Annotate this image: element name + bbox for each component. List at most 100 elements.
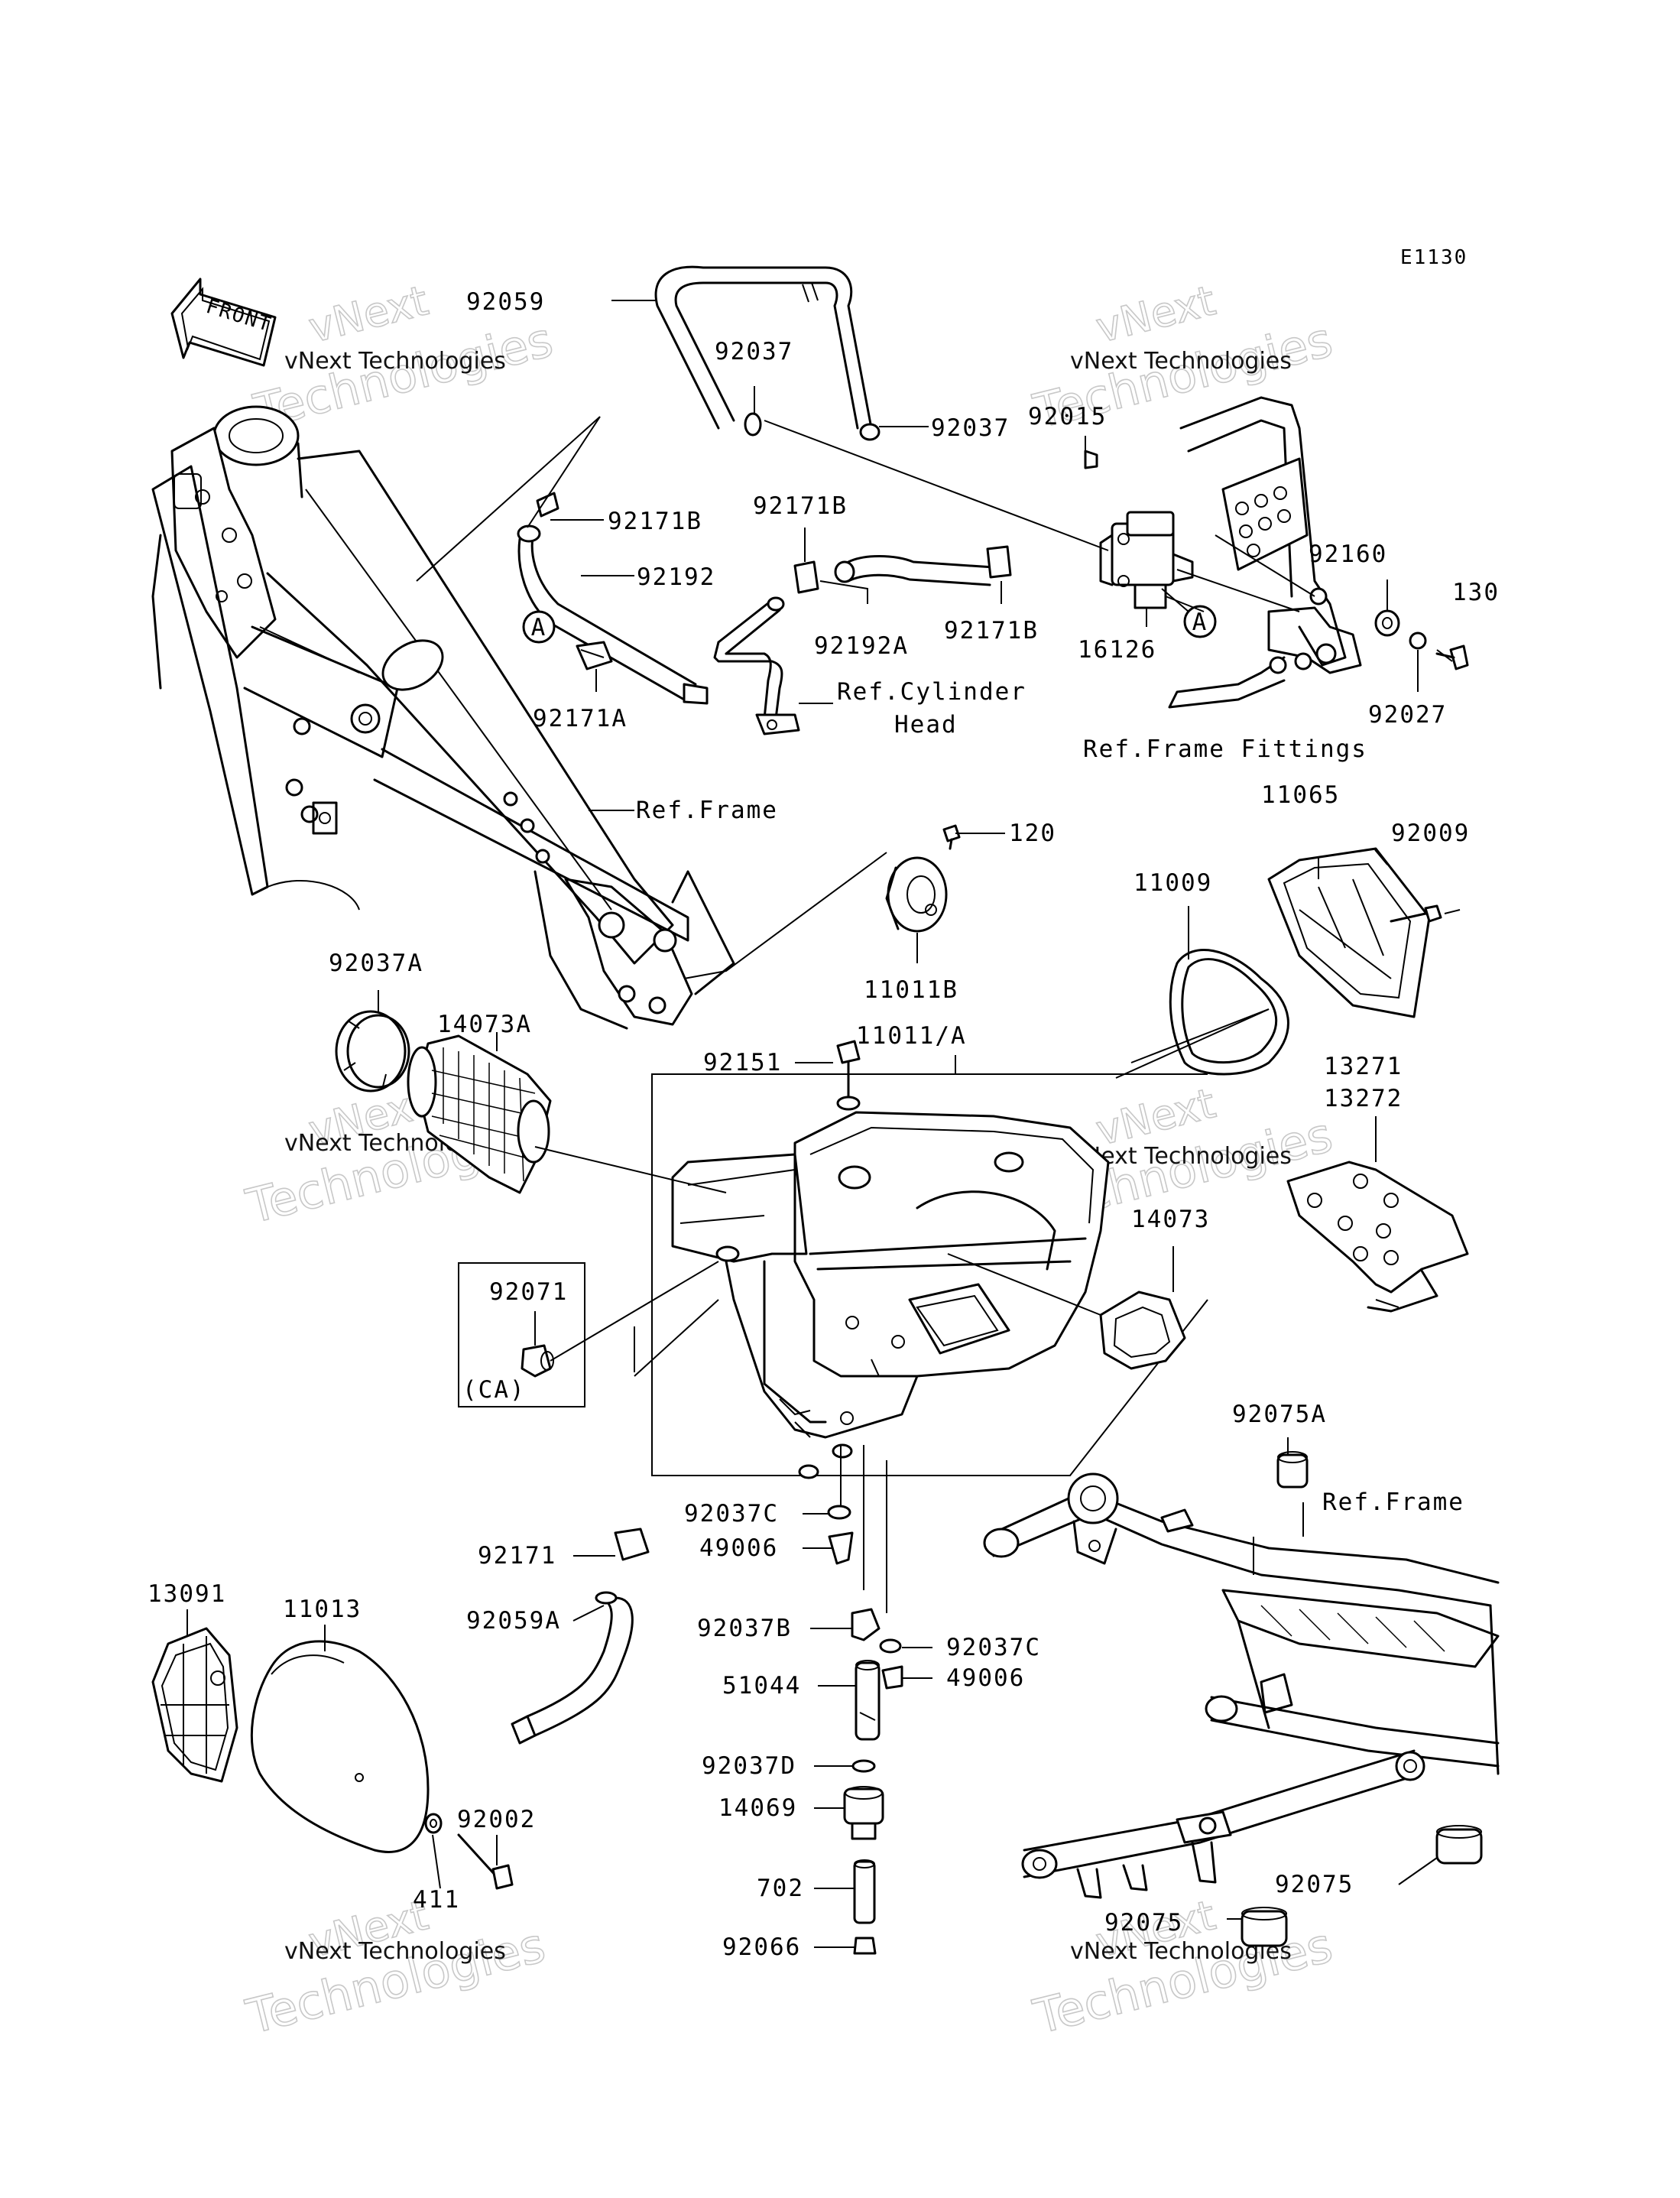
label-11009: 11009 [1134, 869, 1212, 897]
bushing-92075-right [1435, 1825, 1483, 1865]
label-92171a: 92171A [533, 705, 628, 732]
label-11065: 11065 [1261, 781, 1340, 809]
airbox-11011 [671, 1111, 1110, 1479]
front-arrow-icon: FRONT [170, 278, 277, 367]
label-92015: 92015 [1028, 403, 1107, 430]
label-92037-top: 92037 [715, 338, 793, 365]
frame-13091 [151, 1627, 238, 1783]
diagram-code: E1130 [1400, 246, 1468, 269]
label-92192: 92192 [637, 563, 715, 591]
rear-frame-illustration [983, 1472, 1500, 1899]
label-49006-right: 49006 [946, 1664, 1025, 1692]
gasket-11009 [1169, 949, 1289, 1076]
label-92192a: 92192A [814, 632, 909, 660]
svg-text:vNext Technologies: vNext Technologies [284, 1938, 506, 1965]
screw-92009 [1390, 904, 1442, 923]
svg-text:A: A [1192, 609, 1208, 636]
label-702: 702 [757, 1875, 804, 1902]
label-13272: 13272 [1324, 1085, 1403, 1112]
drain-assembly [827, 1445, 903, 1955]
cover-11065 [1267, 847, 1431, 1018]
svg-text:Technologies: Technologies [248, 311, 558, 439]
label-120: 120 [1009, 820, 1056, 847]
label-49006-left: 49006 [699, 1534, 778, 1562]
pointer-lines [416, 416, 1315, 1377]
cap-11011b [885, 856, 948, 933]
label-92037a: 92037A [329, 950, 423, 977]
label-ref-frame-fittings: Ref.Frame Fittings [1083, 735, 1367, 763]
label-92059: 92059 [466, 288, 545, 316]
callout-a-right: A [1183, 605, 1217, 638]
frame-fittings-bracket [1084, 396, 1362, 709]
cylinder-head-pipe [713, 596, 800, 735]
svg-text:A: A [531, 614, 547, 641]
svg-text:vNext: vNext [1091, 276, 1220, 352]
label-ref-cylinder: Ref.Cylinder [837, 678, 1026, 706]
label-92171b-left: 92171B [608, 508, 702, 535]
label-411: 411 [413, 1886, 460, 1914]
label-92160: 92160 [1309, 541, 1387, 568]
label-13271: 13271 [1324, 1053, 1403, 1080]
leader-lines [186, 300, 1461, 1948]
fasteners-right [1374, 609, 1469, 670]
hose-92059 [654, 265, 881, 441]
label-ref-frame-top: Ref.Frame [636, 797, 778, 824]
label-92171b-right: 92171B [944, 617, 1039, 644]
label-92075-right: 92075 [1275, 1871, 1354, 1898]
filter-11013 [250, 1640, 430, 1853]
group-code: (CA) [462, 1376, 526, 1404]
bolt-92002 [424, 1813, 514, 1890]
label-92151: 92151 [703, 1049, 782, 1076]
label-92037-right: 92037 [931, 414, 1010, 442]
label-92002: 92002 [457, 1806, 536, 1833]
valve-16126 [1099, 511, 1194, 609]
part-labels: 92059 92037 92037 92015 92171B 92192 921… [148, 288, 1500, 1961]
label-92171: 92171 [478, 1542, 556, 1570]
svg-text:vNext: vNext [304, 276, 433, 352]
label-11011-a: 11011/A [856, 1022, 967, 1050]
label-14069: 14069 [718, 1794, 797, 1822]
label-92171b-mid: 92171B [753, 492, 848, 520]
label-92066: 92066 [722, 1933, 801, 1961]
label-92037c-right: 92037C [946, 1634, 1041, 1661]
clip-92171b-right [986, 545, 1012, 579]
label-92059a: 92059A [466, 1607, 561, 1635]
bushing-92075-bottom [1241, 1907, 1288, 1947]
svg-text:vNext Technologies: vNext Technologies [284, 348, 506, 375]
label-92071: 92071 [489, 1278, 568, 1306]
label-92037c-left: 92037C [684, 1500, 779, 1528]
callout-a-left: A [522, 610, 556, 644]
label-14073a: 14073A [437, 1011, 532, 1038]
label-16126: 16126 [1078, 636, 1156, 664]
label-130: 130 [1452, 579, 1500, 606]
label-92075a: 92075A [1232, 1401, 1327, 1428]
clip-92171a [576, 641, 613, 670]
screw-120 [942, 824, 961, 850]
duct-14073a [407, 1034, 552, 1194]
label-92075-bottom: 92075 [1104, 1909, 1183, 1937]
main-frame-illustration [151, 405, 735, 1030]
label-14073: 14073 [1131, 1206, 1210, 1233]
label-13091: 13091 [148, 1580, 226, 1608]
label-92027: 92027 [1368, 701, 1447, 729]
label-11011b: 11011B [864, 976, 958, 1004]
plate-13271-13272 [1286, 1161, 1469, 1313]
group-box-ca: (CA) [458, 1262, 585, 1407]
clip-92171b-mid [793, 560, 819, 594]
watermark-bottom-left: vNext Technologies vNext Technologies [240, 1891, 551, 2046]
svg-text:vNext Technologies: vNext Technologies [1070, 348, 1292, 375]
hose-92192a [834, 555, 995, 586]
clamp-92037a [335, 1010, 410, 1093]
bushing-92075a [1276, 1451, 1309, 1489]
label-ref-cylinder-head: Head [894, 711, 958, 739]
label-92037d: 92037D [702, 1752, 796, 1780]
label-11013: 11013 [283, 1596, 362, 1623]
label-ref-frame-bottom: Ref.Frame [1322, 1489, 1464, 1516]
airbox-boundary [651, 1008, 1270, 1476]
hose-92059a [511, 1326, 650, 1745]
duct-14073 [1099, 1291, 1186, 1370]
label-92009: 92009 [1391, 820, 1470, 847]
label-51044: 51044 [722, 1672, 801, 1700]
label-92037b: 92037B [697, 1615, 792, 1642]
